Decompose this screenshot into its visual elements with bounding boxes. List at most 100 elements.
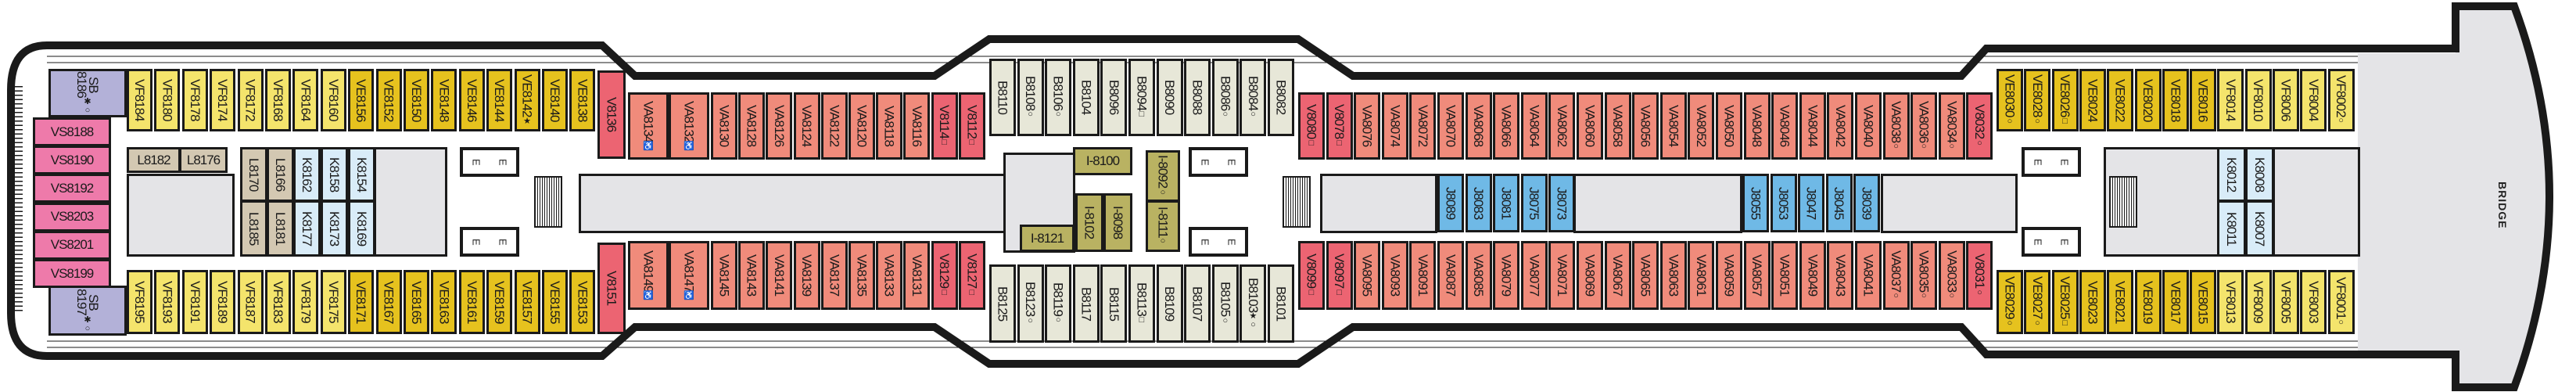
cabin-va8126[interactable]: VA8126 [766,92,793,160]
cabin-va8069[interactable]: VA8069 [1577,241,1603,310]
cabin-va8133[interactable]: VA8133 [876,241,903,310]
cabin-va8044[interactable]: VA8044 [1799,92,1826,160]
cabin-i-8100[interactable]: I-8100 [1073,147,1132,175]
cabin-vf8006[interactable]: VF8006 [2273,69,2299,131]
cabin-ve8165[interactable]: VE8165 [404,270,429,334]
cabin-b8104[interactable]: B8104 [1072,59,1100,136]
cabin-ve8150[interactable]: VE8150 [404,69,429,131]
cabin-b8109[interactable]: B8109 [1156,264,1183,343]
cabin-va8116[interactable]: VA8116 [903,92,931,160]
cabin-va8074[interactable]: VA8074 [1381,92,1408,160]
cabin-j8089[interactable]: J8089 [1437,174,1464,232]
cabin-vf8184[interactable]: VF8184 [127,69,152,131]
cabin-va8038[interactable]: VA8038○ [1882,92,1910,160]
cabin-v8097[interactable]: V8097□ [1326,241,1353,310]
cabin-va8043[interactable]: VA8043 [1827,241,1854,310]
cabin-ve8142[interactable]: VE8142★ [514,69,540,131]
cabin-ve8022[interactable]: VE8022 [2107,69,2134,131]
cabin-v8151[interactable]: V8151 [597,243,626,334]
cabin-ve8144[interactable]: VE8144 [486,69,513,131]
cabin-va8037[interactable]: VA8037○ [1882,241,1910,310]
cabin-va8139[interactable]: VA8139 [793,241,820,310]
cabin-va8042[interactable]: VA8042 [1827,92,1854,160]
cabin-vf8178[interactable]: VF8178 [181,69,208,131]
cabin-va8041[interactable]: VA8041 [1855,241,1882,310]
cabin-va8128[interactable]: VA8128 [738,92,766,160]
cabin-vf8191[interactable]: VF8191 [181,270,208,334]
cabin-l8181[interactable]: L8181 [267,200,294,257]
cabin-ve8155[interactable]: VE8155 [542,270,568,334]
cabin-v8080[interactable]: V8080□ [1298,92,1325,160]
cabin-va8118[interactable]: VA8118 [876,92,903,160]
cabin-v8078[interactable]: V8078□ [1326,92,1353,160]
cabin-j8083[interactable]: J8083 [1465,174,1492,232]
cabin-vf8160[interactable]: VF8160 [320,69,346,131]
cabin-j8081[interactable]: J8081 [1493,174,1519,232]
cabin-ve8167[interactable]: VE8167 [375,270,402,334]
cabin-l8185[interactable]: L8185 [240,200,267,257]
cabin-va8134[interactable]: VA8134♿ [628,92,669,160]
cabin-va8137[interactable]: VA8137 [820,241,848,310]
cabin-k8012[interactable]: K8012 [2217,147,2246,202]
cabin-vf8002[interactable]: VF8002○ [2327,69,2355,131]
cabin-va8131[interactable]: VA8131 [903,241,931,310]
cabin-b8082[interactable]: B8082 [1268,59,1294,136]
cabin-ve8171[interactable]: VE8171 [348,270,375,334]
cabin-b8110[interactable]: B8110 [989,59,1016,136]
cabin-j8039[interactable]: J8039 [1853,174,1880,232]
cabin-va8132[interactable]: VA8132♿ [669,92,709,160]
cabin-va8061[interactable]: VA8061 [1688,241,1715,310]
cabin-v8129[interactable]: V8129□ [931,241,958,310]
cabin-k8007[interactable]: K8007 [2245,200,2274,257]
cabin-v8136[interactable]: V8136 [597,70,626,159]
cabin-va8059[interactable]: VA8059 [1716,241,1742,310]
cabin-i-8092[interactable]: I-8092○ [1146,150,1180,202]
cabin-k8177[interactable]: K8177 [293,200,321,257]
cabin-va8122[interactable]: VA8122 [820,92,848,160]
cabin-vf8193[interactable]: VF8193 [154,270,181,334]
cabin-ve8027[interactable]: VE8027○ [2024,270,2051,334]
cabin-va8095[interactable]: VA8095 [1354,241,1381,310]
cabin-va8033[interactable]: VA8033○ [1938,241,1965,310]
cabin-v8127[interactable]: V8127□ [958,241,985,310]
cabin-vf8174[interactable]: VF8174 [210,69,236,131]
cabin-vs8201[interactable]: VS8201 [33,230,111,260]
cabin-v8032[interactable]: V8032○ [1966,92,1993,160]
cabin-b8088[interactable]: B8088 [1184,59,1211,136]
cabin-b8103[interactable]: B8103★○ [1240,264,1267,343]
cabin-va8062[interactable]: VA8062 [1548,92,1576,160]
cabin-k8011[interactable]: K8011 [2217,200,2246,257]
cabin-va8052[interactable]: VA8052 [1688,92,1715,160]
cabin-j8075[interactable]: J8075 [1520,174,1548,232]
cabin-va8120[interactable]: VA8120 [849,92,875,160]
cabin-va8091[interactable]: VA8091 [1409,241,1437,310]
cabin-ve8146[interactable]: VE8146 [458,69,485,131]
cabin-b8108[interactable]: B8108○ [1017,59,1044,136]
cabin-va8147[interactable]: VA8147♿ [669,241,709,310]
cabin-i-8121[interactable]: I-8121 [1020,225,1075,252]
cabin-va8149[interactable]: VA8149♿ [628,241,669,310]
cabin-ve8156[interactable]: VE8156 [348,69,375,131]
cabin-vf8001[interactable]: VF8001○ [2327,270,2355,334]
cabin-b8123[interactable]: B8123○ [1017,264,1044,343]
cabin-ve8025[interactable]: VE8025□ [2051,270,2079,334]
cabin-b8125[interactable]: B8125 [989,264,1016,343]
cabin-b8107[interactable]: B8107 [1184,264,1211,343]
cabin-i-8111[interactable]: I-8111○ [1146,200,1180,252]
cabin-va8093[interactable]: VA8093 [1381,241,1408,310]
cabin-va8046[interactable]: VA8046 [1771,92,1799,160]
cabin-ve8152[interactable]: VE8152 [375,69,402,131]
cabin-v8112[interactable]: V8112□ [958,92,985,160]
cabin-v8099[interactable]: V8099□ [1298,241,1325,310]
cabin-j8053[interactable]: J8053 [1770,174,1797,232]
cabin-vf8183[interactable]: VF8183 [265,270,291,334]
cabin-b8115[interactable]: B8115 [1100,264,1128,343]
cabin-va8034[interactable]: VA8034○ [1938,92,1965,160]
cabin-ve8138[interactable]: VE8138 [569,69,596,131]
cabin-i-8098[interactable]: I-8098 [1103,193,1132,252]
cabin-b8106[interactable]: B8106○ [1045,59,1072,136]
cabin-ve8157[interactable]: VE8157 [514,270,540,334]
cabin-va8135[interactable]: VA8135 [849,241,875,310]
cabin-j8047[interactable]: J8047 [1798,174,1824,232]
cabin-va8067[interactable]: VA8067 [1604,241,1631,310]
